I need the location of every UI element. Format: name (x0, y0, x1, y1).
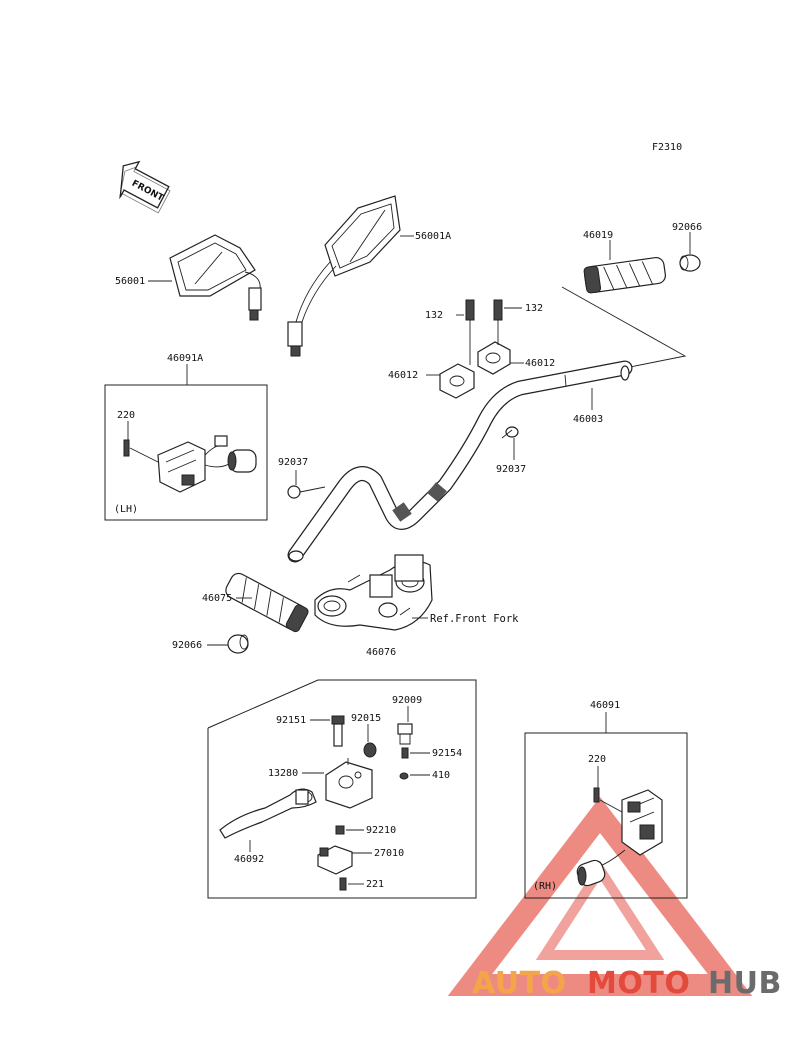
watermark-text-hub: HUB (708, 966, 782, 1001)
screw-92009 (397, 723, 413, 745)
label-92009: 92009 (392, 695, 422, 706)
rh-tag: (RH) (533, 881, 557, 892)
label-27010: 27010 (374, 848, 404, 859)
label-92154: 92154 (432, 748, 462, 759)
label-46075: 46075 (202, 593, 232, 604)
lh-tag: (LH) (114, 504, 138, 515)
watermark-wordmark: AUTO MOTO HUB (472, 966, 782, 1001)
front-direction-arrow: FRONT (118, 160, 171, 214)
lever-bracket-13280 (325, 761, 373, 809)
washer-410 (399, 772, 409, 780)
mirror-right (287, 195, 401, 357)
clamp-46012-right (477, 341, 511, 375)
lever-assembly-box (207, 679, 477, 899)
screw-221 (339, 877, 347, 891)
switch-housing-rh (576, 787, 663, 887)
clamp-46012-left (439, 363, 475, 399)
watermark-text-auto: AUTO (472, 966, 567, 1001)
label-132-right: 132 (525, 303, 543, 314)
label-46091A: 46091A (167, 353, 203, 364)
label-46076: 46076 (366, 647, 396, 658)
switch-housing-lh (123, 435, 257, 493)
mirror-left (169, 234, 262, 321)
label-92015: 92015 (351, 713, 381, 724)
label-132-left: 132 (425, 310, 443, 321)
nut-92015 (363, 742, 377, 758)
diagram-code: F2310 (652, 142, 682, 153)
label-56001: 56001 (115, 276, 145, 287)
label-56001A: 56001A (415, 231, 451, 242)
label-92210: 92210 (366, 825, 396, 836)
label-92151: 92151 (276, 715, 306, 726)
watermark-logo (447, 796, 753, 996)
end-cap-92066-bottom (227, 634, 249, 654)
watermark-triangle (447, 796, 753, 996)
label-46012-right: 46012 (525, 358, 555, 369)
label-220-lh: 220 (117, 410, 135, 421)
label-92037-left: 92037 (278, 457, 308, 468)
label-221: 221 (366, 879, 384, 890)
grip-left-46075 (225, 572, 309, 633)
clutch-lever-46092 (219, 788, 317, 839)
bolt-132-right (493, 299, 522, 321)
label-46003: 46003 (573, 414, 603, 425)
lh-switch-box (104, 384, 268, 521)
label-46091: 46091 (590, 700, 620, 711)
label-46092: 46092 (234, 854, 264, 865)
label-220-rh: 220 (588, 754, 606, 765)
handlebar-46003 (287, 360, 633, 563)
label-410: 410 (432, 770, 450, 781)
clip-92037-right (501, 426, 519, 439)
label-92066-bottom: 92066 (172, 640, 202, 651)
screw-92154 (401, 747, 409, 759)
grip-right-46019 (583, 256, 666, 294)
rh-switch-box (524, 732, 688, 899)
label-13280: 13280 (268, 768, 298, 779)
clip-92037-left (287, 485, 326, 499)
watermark-inner-triangle (535, 860, 665, 960)
watermark-text-moto: MOTO (587, 966, 690, 1001)
switch-27010 (317, 845, 353, 875)
label-ref-front-fork: Ref.Front Fork (430, 613, 519, 625)
bolt-92151 (331, 715, 345, 747)
end-cap-92066-top (679, 254, 701, 272)
triple-clamp (314, 554, 433, 631)
label-92066-top: 92066 (672, 222, 702, 233)
bolt-132-left (456, 299, 475, 321)
label-46019: 46019 (583, 230, 613, 241)
label-46012-left: 46012 (388, 370, 418, 381)
label-92037-right: 92037 (496, 464, 526, 475)
screw-92210 (335, 825, 345, 835)
